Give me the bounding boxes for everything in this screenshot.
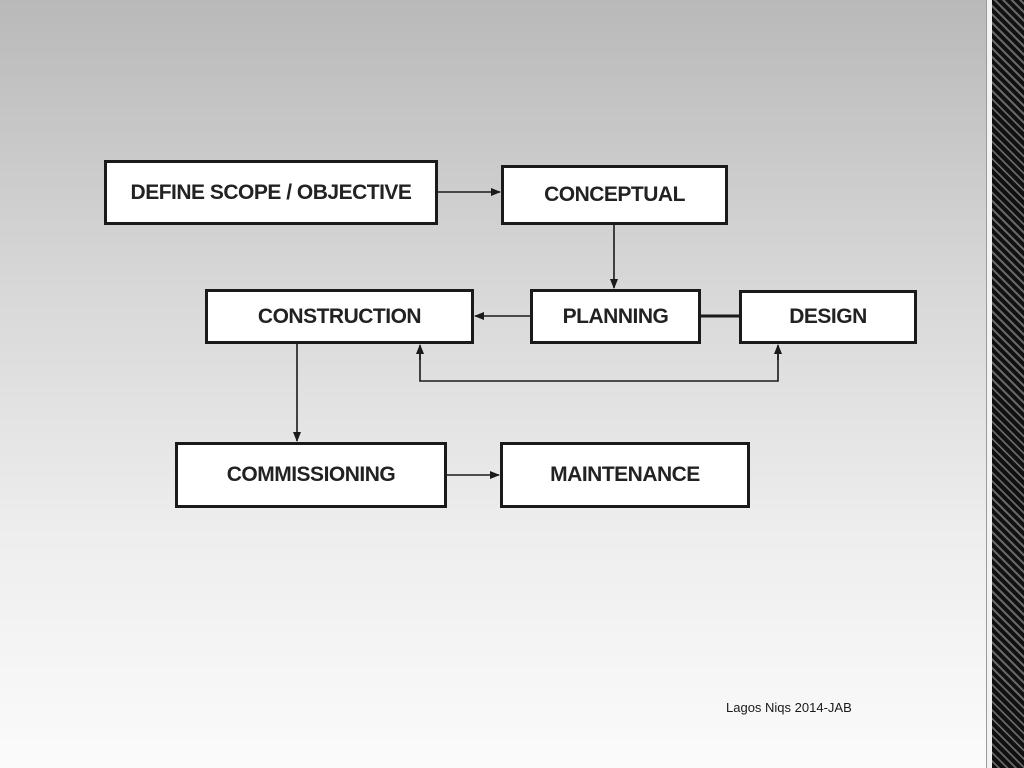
arrow-design-construction-loop	[419, 346, 779, 382]
node-label: DEFINE SCOPE / OBJECTIVE	[130, 180, 412, 204]
node-label: PLANNING	[562, 304, 669, 328]
node-commissioning: COMMISSIONING	[175, 442, 447, 508]
node-label: CONSTRUCTION	[257, 304, 422, 328]
node-label: COMMISSIONING	[226, 463, 396, 486]
node-label: MAINTENANCE	[550, 463, 700, 486]
node-conceptual: CONCEPTUAL	[501, 165, 728, 225]
node-construction: CONSTRUCTION	[205, 289, 474, 344]
side-stripe-decoration	[992, 0, 1024, 768]
node-define-scope-objective: DEFINE SCOPE / OBJECTIVE	[104, 160, 438, 225]
node-maintenance: MAINTENANCE	[500, 442, 750, 508]
node-design: DESIGN	[739, 290, 917, 344]
node-label: CONCEPTUAL	[544, 183, 685, 206]
footer-credit: Lagos Niqs 2014-JAB	[726, 700, 852, 715]
node-planning: PLANNING	[530, 289, 701, 344]
node-label: DESIGN	[789, 305, 867, 328]
